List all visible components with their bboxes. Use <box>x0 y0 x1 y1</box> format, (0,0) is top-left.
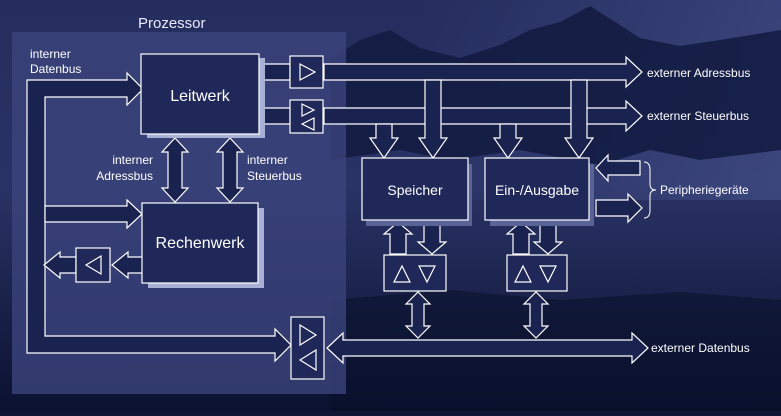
internal-controlbus-label-line1: interner <box>247 153 288 167</box>
data-driver-right-triangle-icon <box>299 323 318 347</box>
io-driver-box <box>506 254 568 292</box>
internal-databus-to-rechenwerk-arrow <box>44 198 143 230</box>
external-databus-arrow <box>326 331 649 365</box>
speicher-driver-box <box>383 254 447 292</box>
external-bus-labels: externer Adressbus externer Steuerbus ex… <box>647 66 750 355</box>
speicher-driver-up-arrow <box>382 221 414 255</box>
internal-controlbus-label-line2: Steuerbus <box>247 169 302 183</box>
data-driver-box <box>290 316 325 380</box>
io-box <box>484 157 590 221</box>
io-driver-up-arrow <box>505 221 537 255</box>
mountain-silhouette <box>330 6 781 165</box>
speicher-driver-to-databus-arrow <box>404 291 432 339</box>
internal-controlbus-arrow <box>215 137 245 203</box>
io-driver-down-triangle-icon <box>539 265 557 284</box>
io-driver-up-triangle-icon <box>514 264 532 283</box>
control-driver-right-triangle-icon <box>301 103 316 117</box>
ctrl-to-speicher-drop <box>368 123 400 160</box>
bus-drivers <box>75 55 568 380</box>
rechenwerk-driver-triangle-icon <box>84 254 102 276</box>
internal-databus-label-line2: Datenbus <box>30 62 81 76</box>
rechenwerk-label: Rechenwerk <box>156 235 246 252</box>
peripherals-label: Peripheriegeräte <box>660 183 749 197</box>
external-databus-label: externer Datenbus <box>651 341 750 355</box>
io-label: Ein-/Ausgabe <box>495 182 579 198</box>
address-driver-box <box>289 55 324 89</box>
external-controlbus-label: externer Steuerbus <box>647 109 749 123</box>
peripheral-out-arrow-bottom <box>595 192 643 224</box>
external-controlbus-arrow <box>323 99 643 133</box>
internal-bus-labels: interner Datenbus interner Adressbus int… <box>30 47 302 183</box>
address-driver-triangle-icon <box>299 63 317 81</box>
bus-arrows <box>26 55 649 365</box>
peripheral-brace-icon <box>643 161 657 219</box>
speicher-driver-down-triangle-icon <box>418 265 436 284</box>
control-driver-left-triangle-icon <box>300 117 315 131</box>
internal-databus-loop-arrow <box>26 71 292 363</box>
processor-title: Prozessor <box>138 15 206 32</box>
unit-boxes: Leitwerk Rechenwerk Speicher Ein-/Ausgab… <box>140 53 594 288</box>
external-addressbus-arrow <box>323 55 643 89</box>
speicher-driver-up-triangle-icon <box>393 264 411 283</box>
io-driver-to-databus-arrow <box>522 291 550 339</box>
addr-to-speicher-drop <box>417 79 449 160</box>
internal-databus-label-line1: interner <box>30 47 71 61</box>
speicher-label: Speicher <box>387 182 443 198</box>
internal-addressbus-arrow <box>160 137 190 203</box>
peripheral-in-arrow-top <box>595 153 641 183</box>
external-addressbus-label: externer Adressbus <box>647 66 750 80</box>
speicher-box <box>361 157 469 221</box>
addr-to-io-drop <box>563 79 595 160</box>
leitwerk-label: Leitwerk <box>170 88 231 105</box>
control-driver-box <box>289 99 324 134</box>
internal-addressbus-label-line1: interner <box>112 153 153 167</box>
ctrl-to-io-drop <box>492 123 524 160</box>
data-driver-left-triangle-icon <box>298 348 317 372</box>
rechenwerk-box <box>141 202 259 284</box>
leitwerk-box <box>140 53 260 135</box>
rechenwerk-to-driver-arrow <box>111 250 144 280</box>
internal-addressbus-label-line2: Adressbus <box>96 169 153 183</box>
rechenwerk-driver-box <box>75 247 111 283</box>
rechenwerk-output-arrow <box>43 250 77 280</box>
